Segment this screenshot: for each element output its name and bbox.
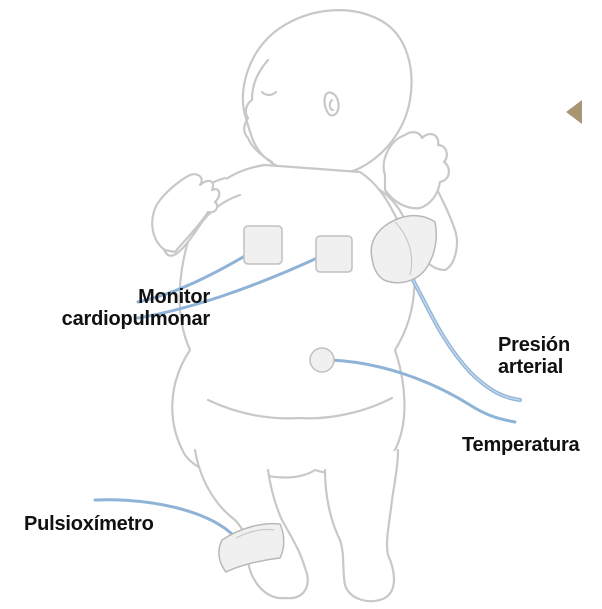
label-presion-line-1: Presión [498,334,570,356]
baby-leg-right [325,450,398,601]
label-monitor-line-2: cardiopulmonar [20,308,210,330]
chest-electrode-left [244,226,282,264]
chest-electrode-right [316,236,352,272]
label-presion-line-2: arterial [498,356,570,378]
temperature-sensor [310,348,334,372]
label-presion-arterial: Presión arterial [498,334,570,378]
label-monitor-line-1: Monitor [20,286,210,308]
label-temperatura: Temperatura [462,434,579,456]
label-pulsioximetro: Pulsioxímetro [24,513,154,535]
triangle-left-icon [566,100,582,124]
label-monitor-cardiopulmonar: Monitor cardiopulmonar [20,286,210,330]
